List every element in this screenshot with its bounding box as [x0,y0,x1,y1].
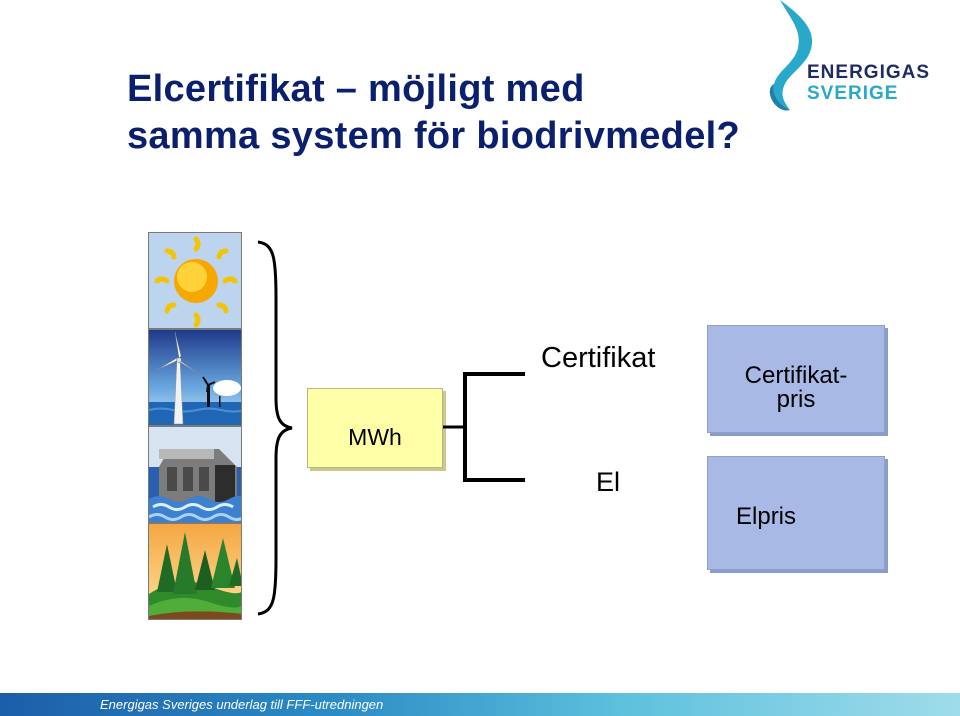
slide-title-line-2: samma system för biodrivmedel? [127,115,740,157]
logo-line-2: SVERIGE [807,83,899,104]
energigas-logo-text: ENERGIGAS SVERIGE [807,62,930,104]
logo-line-1: ENERGIGAS [807,62,931,83]
certifikatpris-box: Certifikat- pris [707,325,885,433]
forest-icon [148,523,242,620]
elpris-box: Elpris [707,456,885,570]
energigas-logo-swoosh-icon [769,0,813,111]
curly-brace-icon [257,240,293,616]
footer-text: Energigas Sveriges underlag till FFF-utr… [100,697,384,712]
mwh-box: MWh [307,388,443,468]
hydropower-dam-icon [148,426,242,523]
sun-icon [148,232,242,329]
renewable-energy-images [148,232,242,620]
slide-title: Elcertifikat – möjligt med samma system … [127,66,827,160]
wind-turbine-icon [148,329,242,426]
slide-title-line-1: Elcertifikat – möjligt med [127,68,585,110]
certifikat-label: Certifikat [541,342,656,374]
branch-connector [443,372,525,482]
el-label: El [596,467,621,497]
elpris-label: Elpris [736,503,797,530]
certifikatpris-label: Certifikat- pris [744,362,848,413]
footer-bar: Energigas Sveriges underlag till FFF-utr… [0,693,960,716]
